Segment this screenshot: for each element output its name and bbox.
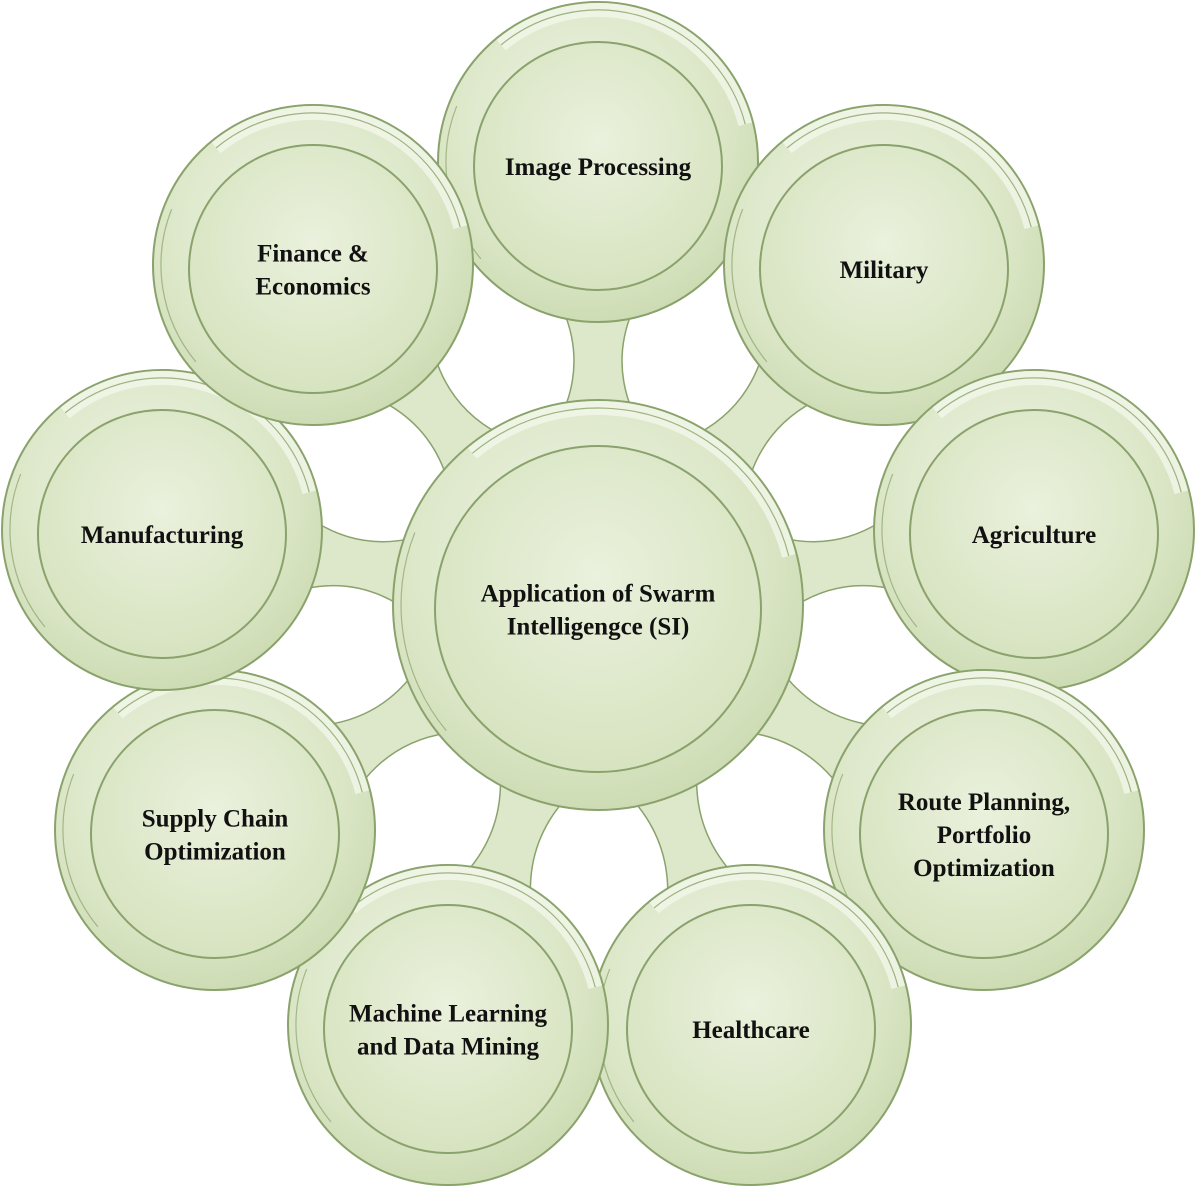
bubble-center xyxy=(392,399,804,811)
bevel-line-route-planning xyxy=(886,677,1132,793)
bubble-machine-learning xyxy=(287,864,609,1186)
label-manufacturing: Manufacturing xyxy=(81,522,244,549)
bubble-route-planning xyxy=(823,669,1145,991)
inner-disc-healthcare xyxy=(626,904,876,1154)
label-line: Portfolio xyxy=(937,822,1031,849)
bevel-line-center xyxy=(472,407,790,557)
bevel-line-healthcare xyxy=(653,872,899,988)
label-line: Optimization xyxy=(144,838,286,865)
label-line: Economics xyxy=(255,273,371,300)
left-bevel-finance xyxy=(160,208,197,363)
label-line: Military xyxy=(840,257,929,284)
left-bevel-agriculture xyxy=(881,473,918,628)
bevel-line-finance xyxy=(215,112,461,228)
bubble-healthcare xyxy=(590,864,912,1186)
label-line: Route Planning, xyxy=(898,789,1070,816)
bubble-image-processing xyxy=(437,1,759,323)
inner-disc-image-processing xyxy=(473,41,723,291)
label-line: Machine Learning xyxy=(349,1000,547,1027)
bevel-line-military xyxy=(786,112,1032,228)
left-bevel-center xyxy=(400,532,447,731)
inner-disc-manufacturing xyxy=(37,409,287,659)
label-line: Agriculture xyxy=(972,522,1097,549)
label-agriculture: Agriculture xyxy=(972,522,1097,549)
bubble-supply-chain xyxy=(54,669,376,991)
bubble-finance xyxy=(152,104,474,426)
label-line: Supply Chain xyxy=(142,805,289,832)
label-line: Image Processing xyxy=(505,154,692,181)
connector-image-processing xyxy=(562,311,634,411)
label-military: Military xyxy=(840,257,929,284)
label-image-processing: Image Processing xyxy=(505,154,692,181)
bubble-manufacturing xyxy=(1,369,323,691)
inner-disc-route-planning xyxy=(859,709,1109,959)
inner-disc-machine-learning xyxy=(323,904,573,1154)
label-line: Intelligengce (SI) xyxy=(507,613,690,640)
label-healthcare: Healthcare xyxy=(692,1017,810,1044)
label-line: Healthcare xyxy=(692,1017,810,1044)
left-bevel-military xyxy=(731,208,768,363)
inner-disc-military xyxy=(759,144,1009,394)
left-bevel-supply-chain xyxy=(62,773,99,928)
inner-disc-finance xyxy=(188,144,438,394)
bevel-line-image-processing xyxy=(500,9,746,125)
label-line: Application of Swarm xyxy=(481,580,716,607)
inner-disc-supply-chain xyxy=(90,709,340,959)
labels: Image ProcessingMilitaryAgricultureRoute… xyxy=(81,154,1097,1061)
bubble-agriculture xyxy=(873,369,1195,691)
label-machine-learning: Machine Learning and Data Mining xyxy=(349,1000,547,1060)
label-line: and Data Mining xyxy=(357,1033,539,1060)
left-bevel-machine-learning xyxy=(295,968,332,1123)
bevel-line-machine-learning xyxy=(350,872,596,988)
bubble-military xyxy=(723,104,1045,426)
inner-disc-agriculture xyxy=(909,409,1159,659)
label-finance: Finance & Economics xyxy=(255,240,371,300)
label-line: Manufacturing xyxy=(81,522,244,549)
inner-disc-center xyxy=(434,445,762,773)
bevel-line-agriculture xyxy=(936,377,1182,493)
label-line: Finance & xyxy=(257,240,369,267)
label-line: Optimization xyxy=(913,855,1055,882)
left-bevel-manufacturing xyxy=(9,473,46,628)
